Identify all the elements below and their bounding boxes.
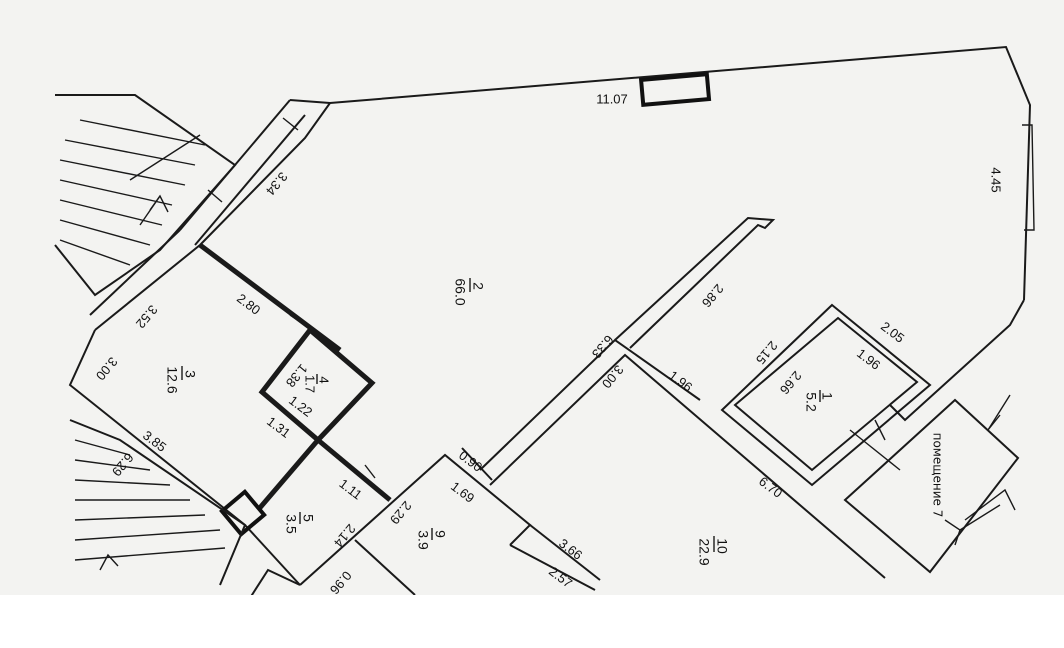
- room-4-area: 1.7: [303, 375, 318, 393]
- stair-arrow-shaft: [139, 195, 161, 226]
- room-5-north-wall: [316, 438, 392, 502]
- tick: [289, 314, 306, 326]
- room-7-arrow-icon-b: [944, 519, 961, 546]
- stair-step: [64, 139, 196, 166]
- room-9-outline-top: [299, 453, 532, 586]
- room-9-west-wall: [354, 539, 416, 596]
- dim-11-07: 11.07: [596, 91, 628, 106]
- stair-step: [59, 179, 173, 206]
- room-7-stair-b: [959, 504, 1001, 531]
- stair-wall-b: [194, 114, 306, 246]
- room-7-arrow-icon: [987, 394, 1011, 431]
- stair-step: [59, 219, 151, 246]
- room-9-area: 3.9: [415, 530, 431, 550]
- stair-outline-top: [54, 94, 237, 297]
- room-5-number: 5: [300, 514, 316, 522]
- stair-wall-a: [179, 99, 291, 231]
- room-labels: 1 5.2 2 66.0 3 12.6 4 1.7 5 3.5 9 3.9: [164, 278, 945, 566]
- window-north: [638, 72, 712, 107]
- room-10-label: 10 22.9: [696, 536, 730, 566]
- north-wall-stub: [289, 99, 331, 104]
- window-east: [1022, 124, 1035, 231]
- room-3-area: 12.6: [164, 366, 180, 393]
- stair-arrow-icon: [99, 553, 119, 571]
- room-7-outline: [843, 398, 1020, 574]
- room-1-outline: [720, 303, 932, 487]
- room-9-number: 9: [432, 530, 448, 538]
- tick: [282, 117, 299, 131]
- room-1-number: 1: [819, 392, 835, 400]
- tick: [364, 464, 376, 479]
- stair-step: [59, 239, 131, 266]
- north-west-diagonal-wall: [199, 102, 331, 246]
- room-5-label: 5 3.5: [283, 512, 316, 534]
- stair-wall-c: [94, 244, 201, 331]
- stair-step: [74, 439, 131, 456]
- stair-step: [74, 529, 221, 541]
- room-5-shaft: [219, 489, 267, 537]
- stair-step: [74, 479, 171, 486]
- room-2-number: 2: [470, 282, 486, 290]
- room-2-partition: [614, 216, 776, 349]
- room-1-walls: [720, 303, 932, 487]
- room-10-outline: [489, 353, 886, 579]
- stair-bottom-outline: [69, 419, 247, 586]
- dim-4-45: 4.45: [989, 167, 1004, 192]
- room-4-number: 4: [317, 376, 332, 383]
- stairs-bottom-left: [69, 419, 301, 599]
- stair-step: [74, 514, 206, 521]
- room-10-number: 10: [714, 538, 730, 554]
- room-4-label: 4 1.7: [303, 374, 332, 393]
- room-1-area: 5.2: [803, 392, 819, 412]
- room-5-walls: [219, 438, 392, 586]
- room-7-walls: [843, 394, 1020, 574]
- door-line: [849, 429, 901, 471]
- room-10-south-wall: [509, 544, 596, 591]
- partition-286: [614, 216, 776, 349]
- room-3-west-wall: [68, 329, 246, 526]
- stair-step: [79, 119, 206, 146]
- north-east-wall: [329, 45, 1032, 301]
- room-5-west-wall: [244, 524, 301, 586]
- room-1-label: 1 5.2: [803, 390, 835, 412]
- stairs-top-left: [54, 94, 306, 331]
- room-7-stair: [964, 488, 1016, 521]
- tick: [874, 419, 886, 441]
- room-3-5-partition: [256, 438, 320, 512]
- stair-step: [59, 159, 186, 186]
- stair-step: [74, 459, 151, 471]
- room-9-walls: [299, 447, 532, 596]
- room-10-area: 22.9: [696, 538, 712, 565]
- room-10-south-wall-b: [529, 524, 601, 581]
- room-3-label: 3 12.6: [164, 366, 198, 394]
- room-2-area: 66.0: [452, 278, 468, 305]
- stair-step: [59, 199, 163, 226]
- scan-bottom-band: [0, 595, 1064, 648]
- room-1-inner: [733, 316, 919, 472]
- tick: [207, 189, 223, 203]
- room-5-area: 3.5: [283, 514, 299, 534]
- room-7-label: помещение 7: [931, 433, 945, 518]
- stair-bottom-edge: [249, 568, 301, 599]
- room-9-label: 9 3.9: [415, 528, 448, 550]
- stair-divider: [129, 134, 201, 181]
- stair-wall-d: [89, 229, 181, 316]
- room-2-label: 2 66.0: [452, 278, 486, 306]
- stair-step: [74, 547, 226, 561]
- room-3-number: 3: [182, 370, 198, 378]
- room-9-east-stub: [461, 447, 493, 481]
